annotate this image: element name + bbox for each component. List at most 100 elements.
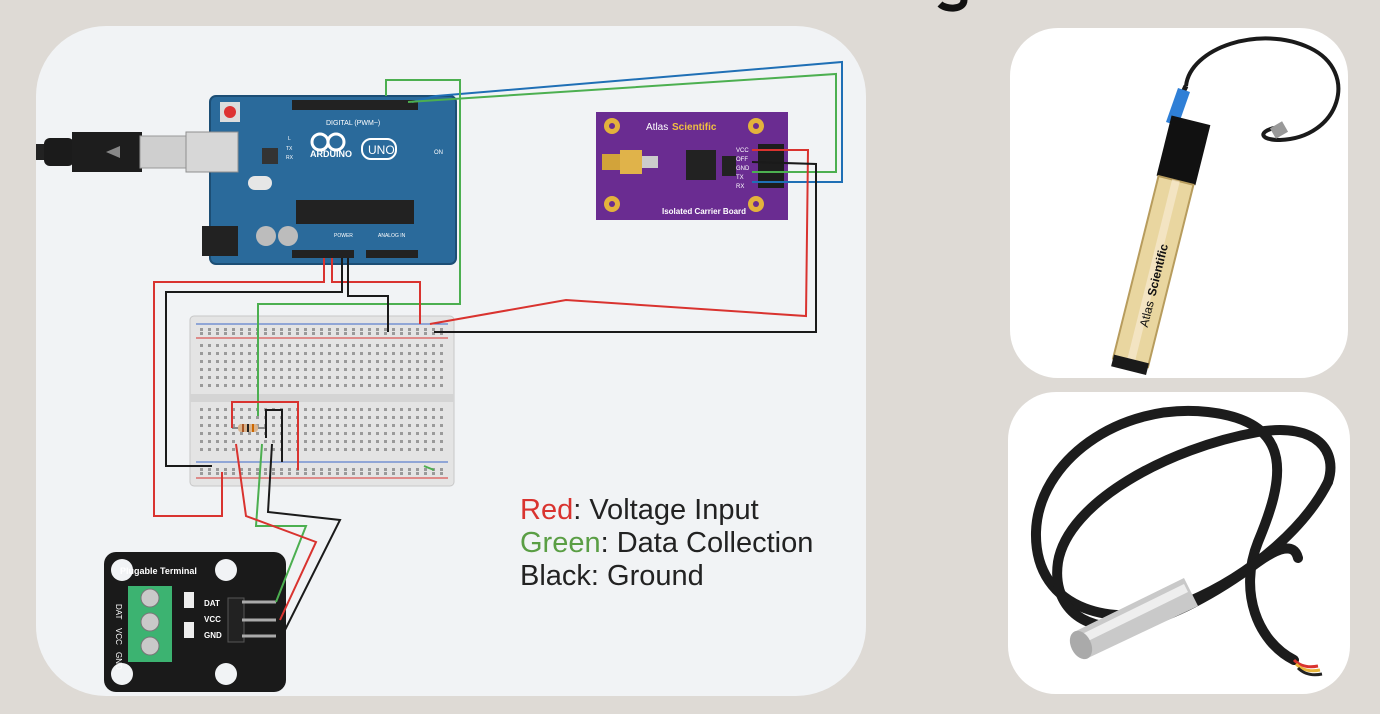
breadboard-hole [336, 416, 339, 419]
breadboard-hole [408, 376, 411, 379]
wire-red-terminal [235, 443, 318, 621]
breadboard-hole [408, 408, 411, 411]
wire-red-5v [153, 258, 325, 517]
breadboard-hole [400, 440, 403, 443]
breadboard-hole [368, 424, 371, 427]
breadboard-hole [288, 408, 291, 411]
breadboard-hole [272, 328, 275, 331]
legend-red-text: : Voltage Input [573, 494, 759, 526]
breadboard-hole [216, 448, 219, 451]
breadboard-hole [208, 408, 211, 411]
breadboard-hole [368, 352, 371, 355]
breadboard-hole [360, 468, 363, 471]
breadboard-hole [320, 352, 323, 355]
breadboard-hole [216, 416, 219, 419]
breadboard-hole [248, 416, 251, 419]
breadboard-hole [376, 424, 379, 427]
breadboard-hole [224, 448, 227, 451]
breadboard-hole [416, 384, 419, 387]
breadboard-hole [248, 376, 251, 379]
carrier-brand-atlas: Atlas [646, 122, 668, 133]
circuit-diagram: DIGITAL (PWM~) ARDUINO UNO L TX RX ON PO… [36, 60, 843, 692]
breadboard-hole [432, 424, 435, 427]
breadboard-hole [424, 328, 427, 331]
breadboard-hole [224, 424, 227, 427]
wire-black-gnd [165, 258, 343, 467]
breadboard-hole [224, 352, 227, 355]
wire-green-terminal [254, 443, 308, 603]
breadboard-hole [424, 360, 427, 363]
wire-black-terminal [266, 443, 342, 637]
breadboard-hole [384, 368, 387, 371]
breadboard-hole [224, 368, 227, 371]
breadboard-hole [200, 352, 203, 355]
breadboard-hole [304, 360, 307, 363]
breadboard-hole [232, 328, 235, 331]
breadboard-hole [432, 360, 435, 363]
breadboard-hole [328, 416, 331, 419]
breadboard-hole [200, 424, 203, 427]
breadboard-hole [288, 448, 291, 451]
breadboard-hole [344, 432, 347, 435]
breadboard-hole [304, 408, 307, 411]
microcontroller-chip [296, 200, 414, 224]
breadboard-hole [352, 424, 355, 427]
breadboard-hole [336, 328, 339, 331]
breadboard-hole [432, 352, 435, 355]
breadboard-hole [344, 440, 347, 443]
breadboard-hole [368, 332, 371, 335]
breadboard-hole [240, 408, 243, 411]
breadboard-hole [264, 384, 267, 387]
breadboard-hole [416, 332, 419, 335]
temperature-probe-panel [1008, 392, 1350, 694]
breadboard-hole [288, 416, 291, 419]
atlas-carrier-board: Atlas Scientific Isolated Carrier Board … [596, 112, 788, 220]
breadboard-hole [360, 416, 363, 419]
breadboard-hole [336, 424, 339, 427]
breadboard-hole [424, 448, 427, 451]
breadboard-hole [352, 368, 355, 371]
breadboard-hole [400, 408, 403, 411]
breadboard-hole [336, 408, 339, 411]
breadboard-hole [344, 472, 347, 475]
breadboard-hole [440, 344, 443, 347]
breadboard-hole [296, 360, 299, 363]
breadboard-hole [424, 432, 427, 435]
breadboard-hole [232, 352, 235, 355]
breadboard-hole [368, 416, 371, 419]
breadboard-hole [336, 344, 339, 347]
breadboard-hole [240, 468, 243, 471]
breadboard-hole [408, 332, 411, 335]
breadboard-hole [320, 328, 323, 331]
breadboard-hole [264, 468, 267, 471]
carrier-board-name: Isolated Carrier Board [662, 207, 746, 216]
breadboard-hole [392, 384, 395, 387]
breadboard-hole [248, 384, 251, 387]
breadboard-hole [440, 376, 443, 379]
breadboard-hole [208, 328, 211, 331]
breadboard-hole [392, 332, 395, 335]
breadboard-hole [216, 360, 219, 363]
breadboard-hole [216, 408, 219, 411]
breadboard-hole [320, 440, 323, 443]
breadboard-hole [336, 384, 339, 387]
breadboard-hole [320, 448, 323, 451]
breadboard-hole [368, 360, 371, 363]
breadboard-hole [384, 376, 387, 379]
breadboard-hole [384, 332, 387, 335]
legend-red-word: Red [520, 494, 574, 526]
breadboard-hole [272, 344, 275, 347]
breadboard-hole [320, 368, 323, 371]
breadboard-hole [272, 432, 275, 435]
breadboard-hole [264, 344, 267, 347]
breadboard-hole [312, 344, 315, 347]
breadboard-hole [424, 376, 427, 379]
breadboard-hole [440, 432, 443, 435]
breadboard-hole [216, 344, 219, 347]
breadboard-hole [224, 468, 227, 471]
terminal-right-label-dat: DAT [204, 599, 220, 608]
breadboard-hole [208, 448, 211, 451]
breadboard-hole [208, 332, 211, 335]
breadboard-hole [320, 472, 323, 475]
breadboard-hole [400, 424, 403, 427]
